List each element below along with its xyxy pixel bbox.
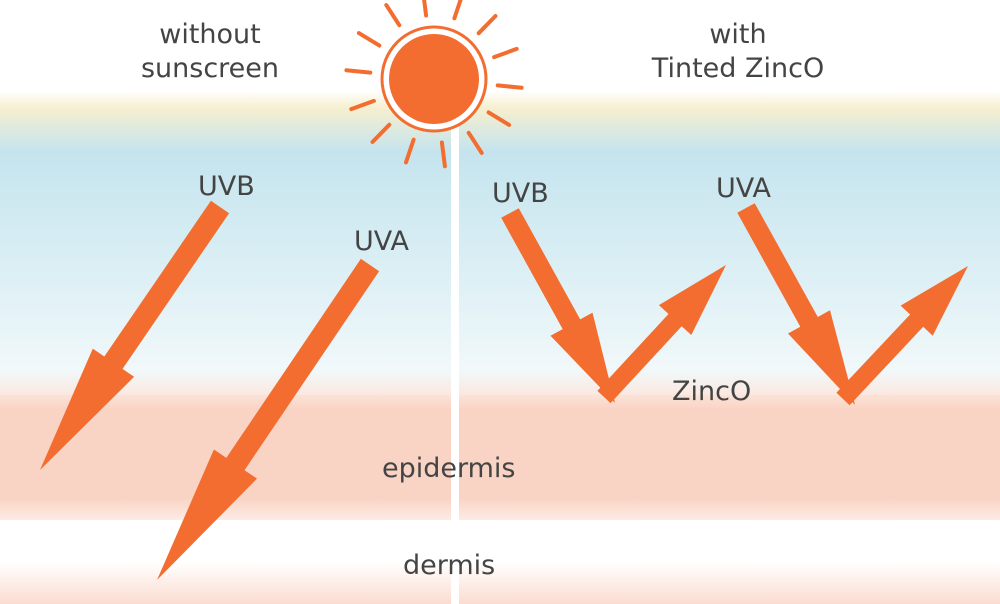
panel-divider: [451, 125, 459, 604]
sun-ray: [422, 0, 429, 18]
uvb-ray-right-incoming-arrow: [501, 208, 615, 403]
zinco-layer-label: ZincO: [672, 376, 752, 407]
right-panel-title: with Tinted ZincO: [628, 18, 848, 86]
uva-ray-right-reflected-arrow: [836, 266, 968, 406]
left-title-line2: sunscreen: [140, 53, 280, 84]
uva-ray-left-arrow: [157, 258, 380, 580]
sun-ray: [370, 122, 392, 144]
uvb-ray-right-reflected-arrow: [597, 265, 726, 404]
sun-ray: [466, 130, 484, 155]
air-layer: [0, 90, 1000, 395]
sun-ray: [404, 137, 416, 165]
uvb-ray-left-arrow: [40, 200, 230, 471]
epidermis-label: epidermis: [382, 453, 516, 484]
dermis-label: dermis: [403, 550, 496, 581]
left-title-line1: without: [159, 19, 261, 50]
right-title-line1: with: [709, 19, 767, 50]
uva-ray-right-incoming-arrow: [737, 203, 855, 405]
right-uvb-label: UVB: [492, 178, 549, 209]
left-uva-label: UVA: [354, 226, 409, 257]
sun-ray: [495, 83, 524, 90]
sun-ray: [384, 3, 402, 28]
dermis-layer: [0, 520, 1000, 604]
sun-ray: [439, 140, 447, 169]
sun-icon: [344, 0, 524, 169]
sun-ray: [492, 46, 519, 60]
right-uva-label: UVA: [716, 173, 771, 204]
left-uvb-label: UVB: [198, 171, 255, 202]
top-background: [0, 0, 1000, 90]
left-panel-title: without sunscreen: [110, 18, 310, 86]
sun-ray: [452, 0, 463, 21]
sun-ray: [344, 68, 373, 75]
sun-ray: [486, 110, 512, 127]
right-title-line2: Tinted ZincO: [651, 53, 825, 84]
sun-ray: [356, 31, 382, 48]
epidermis-layer: [0, 395, 1000, 520]
sun-ray: [476, 14, 498, 36]
sun-ray: [349, 98, 376, 112]
